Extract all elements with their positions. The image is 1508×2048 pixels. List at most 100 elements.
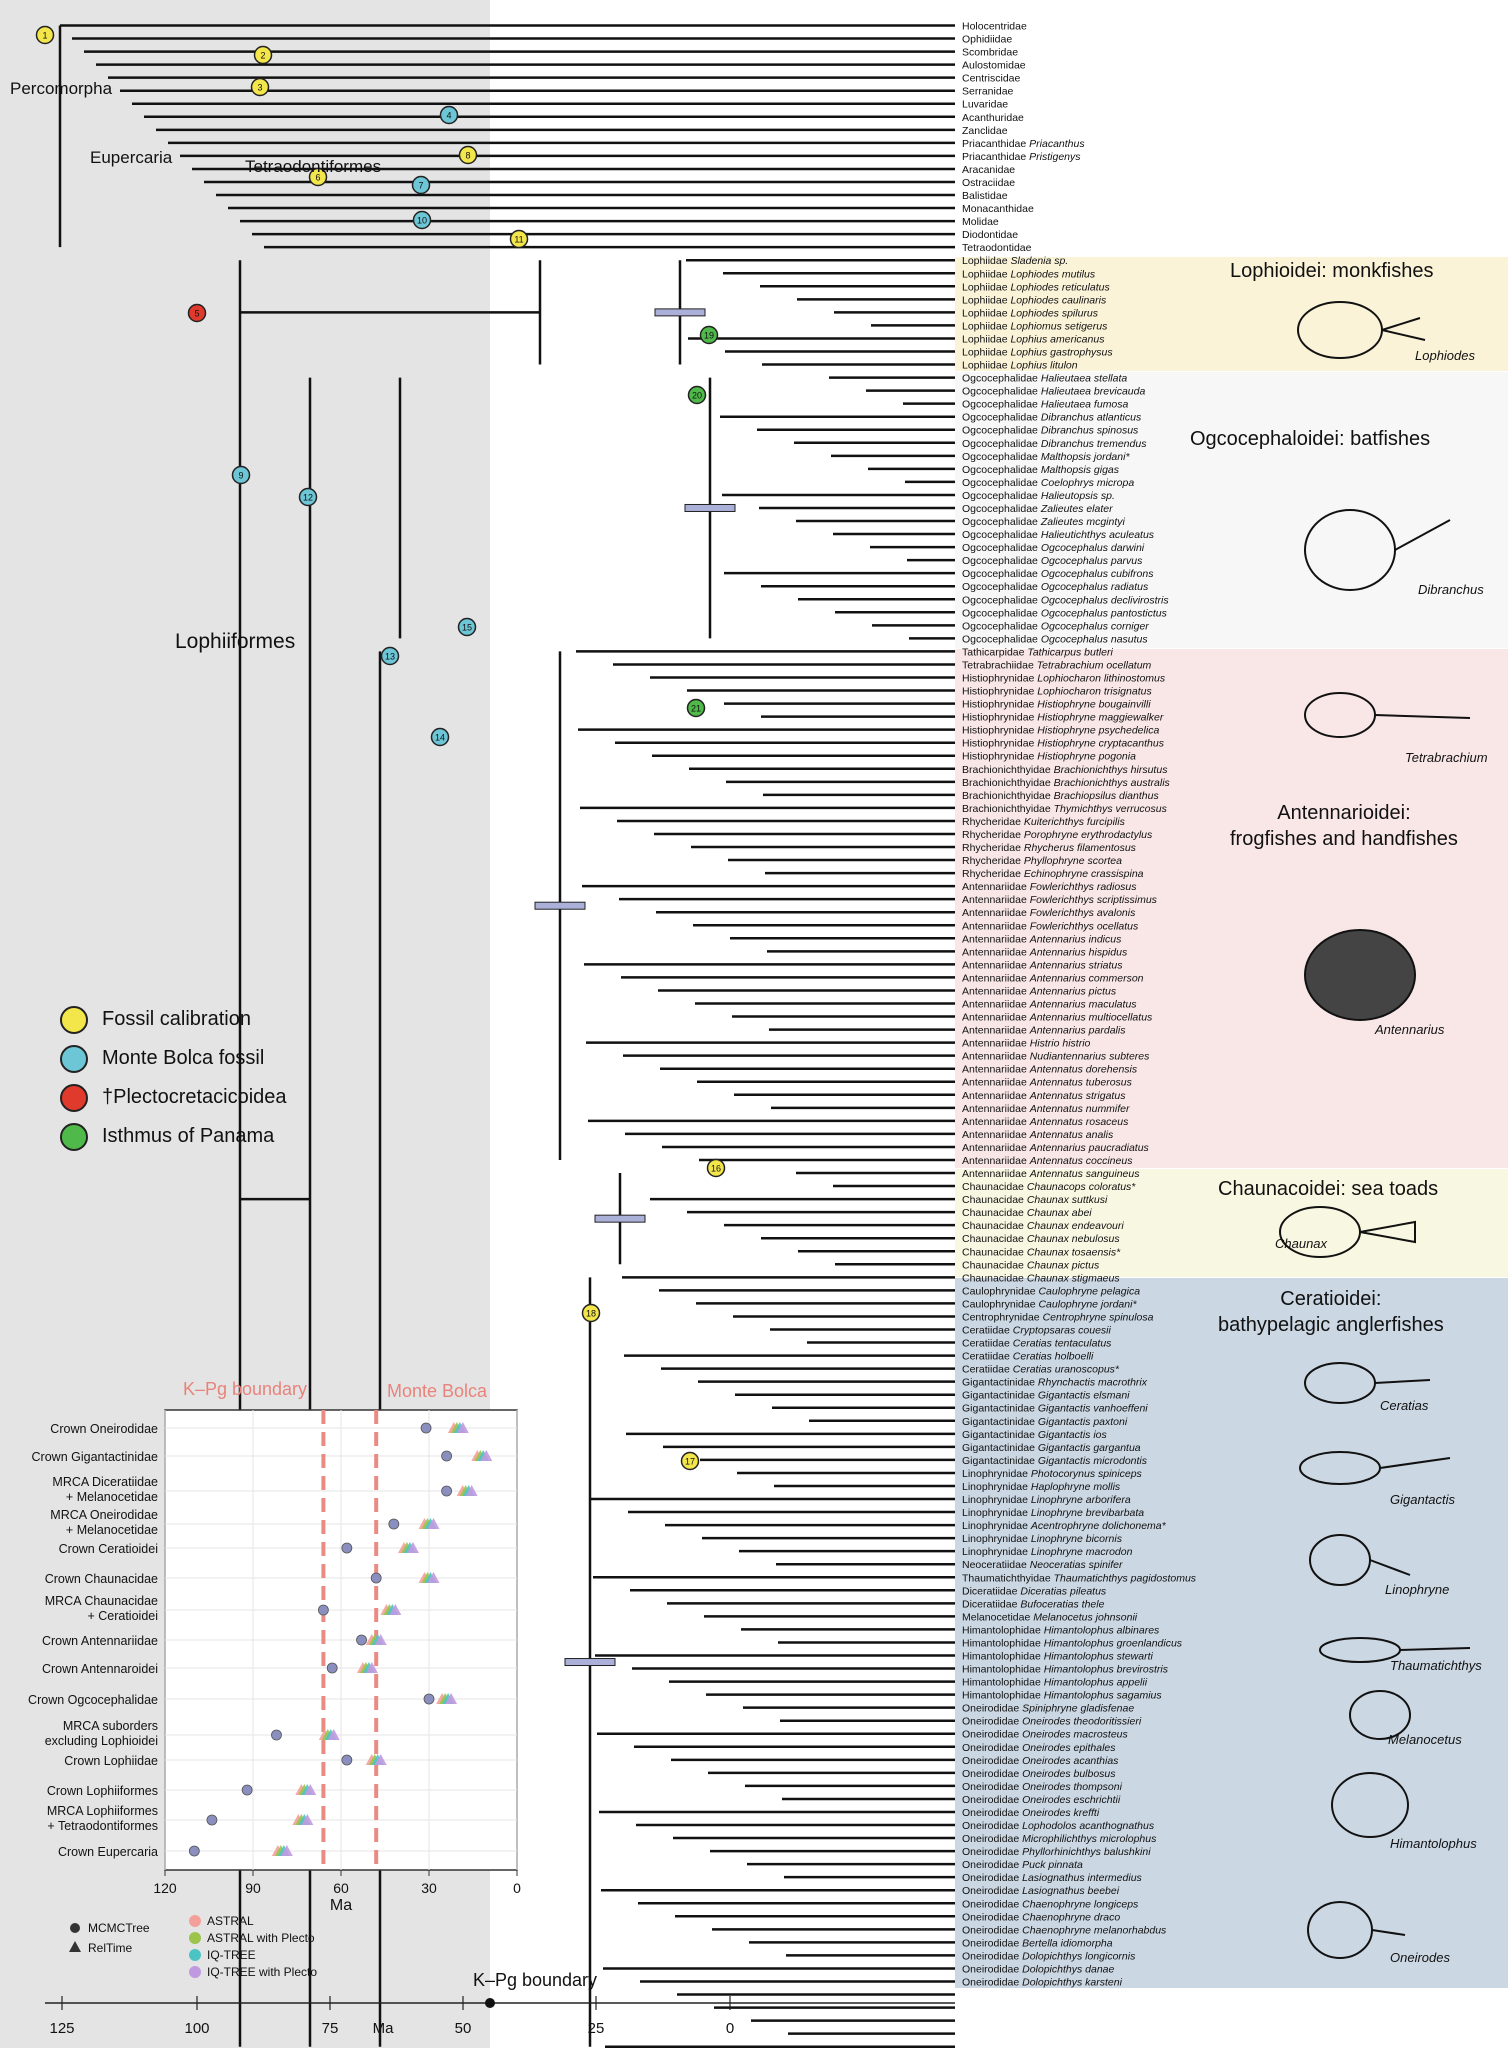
group-title-ceratioidei-line2: bathypelagic anglerfishes (1218, 1314, 1444, 1336)
tip-label: Linophrynidae Haplophryne mollis (962, 1481, 1121, 1493)
inset-row-label: Crown Ogcocephalidae (28, 1693, 158, 1707)
tip-label: Antennariidae Antennatus tuberosus (962, 1077, 1133, 1089)
clade-label-eupercaria: Eupercaria (90, 148, 173, 167)
calibration-node-19 (699, 325, 719, 345)
tip-label: Oneirodidae Oneirodes epithales (962, 1742, 1116, 1754)
tip-label: Ogcocephalidae Halieutaea stellata (962, 373, 1127, 385)
color-legend-label: IQ-TREE with Plecto (207, 1965, 317, 1979)
tip-label: Molidae (962, 216, 999, 228)
tip-label: Aracanidae (962, 164, 1015, 176)
tip-label: Rhycheridae Phyllophryne scortea (962, 855, 1122, 867)
animal-label-thaumatichthys: Thaumatichthys (1390, 1658, 1482, 1673)
tip-label: Himantolophidae Himantolophus sagamius (962, 1690, 1162, 1702)
shape-legend-triangle (69, 1941, 81, 1952)
tip-label: Antennariidae Fowlerichthys scriptissimu… (962, 894, 1158, 906)
legend-swatch-plecto (60, 1083, 88, 1112)
tip-label: Oneirodidae Dolopichthys longicornis (962, 1950, 1136, 1962)
calibration-node-16 (706, 1158, 726, 1178)
axis-tick-label: 100 (184, 2020, 209, 2037)
mcmctree-point (441, 1485, 453, 1497)
inset-kpg-label: K–Pg boundary (183, 1379, 307, 1399)
legend-label-fossil: Fossil calibration (102, 1008, 251, 1030)
tip-label: Ceratiidae Ceratias tentaculatus (962, 1338, 1112, 1350)
reltime-point (301, 1814, 314, 1825)
mcmctree-point (271, 1729, 282, 1741)
tip-label: Tetraodontidae (962, 242, 1032, 254)
tip-label: Antennariidae Fowlerichthys ocellatus (962, 920, 1139, 932)
tip-label: Ogcocephalidae Zalieutes elater (962, 503, 1113, 515)
tip-label: Zanclidae (962, 125, 1008, 137)
calibration-node-number: 3 (257, 83, 262, 93)
inset-row-label: Crown Chaunacidae (45, 1572, 158, 1586)
reltime-point (456, 1422, 469, 1433)
tip-label: Oneirodidae Oneirodes theodoritissieri (962, 1716, 1142, 1728)
calibration-node-12 (298, 487, 318, 507)
tip-label: Lophiidae Lophiodes caulinaris (962, 294, 1107, 306)
mcmctree-point (420, 1422, 432, 1434)
inset-row-label: Crown Ceratioidei (59, 1542, 158, 1556)
hpd-bar (654, 308, 706, 317)
axis-tick-label: 75 (322, 2020, 339, 2037)
tip-label: Ceratiidae Cryptopsaras couesii (962, 1325, 1111, 1337)
calibration-node-number: 13 (385, 652, 395, 662)
calibration-node-number: 9 (238, 471, 243, 481)
calibration-node-number: 2 (260, 51, 265, 61)
animal-label-tetrabrachium: Tetrabrachium (1405, 750, 1488, 765)
tip-label: Antennariidae Antennarius pictus (962, 985, 1117, 997)
calibration-node-number: 5 (194, 309, 199, 319)
lophioidei-band (955, 257, 1508, 371)
tip-label: Balistidae (962, 190, 1008, 202)
tip-label: Histiophrynidae Lophiocharon lithinostom… (962, 673, 1166, 685)
calibration-node-number: 10 (417, 216, 427, 226)
tip-label: Ogcocephalidae Ogcocephalus pantostictus (962, 607, 1168, 619)
calibration-node-number: 17 (685, 1457, 695, 1467)
animal-label-antennarius: Antennarius (1375, 1022, 1445, 1037)
tip-label: Holocentridae (962, 21, 1027, 33)
tip-label: Ogcocephalidae Coelophrys micropa (962, 477, 1134, 489)
tip-label: Oneirodidae Lasiognathus intermedius (962, 1872, 1143, 1884)
tip-label: Linophrynidae Linophryne bicornis (962, 1533, 1123, 1545)
tip-label: Oneirodidae Oneirodes macrosteus (962, 1729, 1129, 1741)
mcmctree-point (341, 1542, 353, 1554)
tip-label: Melanocetidae Melanocetus johnsonii (962, 1611, 1138, 1623)
tip-label: Ogcocephalidae Malthopsis gigas (962, 464, 1120, 476)
group-title-ogcocephaloidei: Ogcocephaloidei: batfishes (1190, 428, 1431, 450)
tip-label: Chaunacidae Chaunax nebulosus (962, 1233, 1120, 1245)
tip-label: Rhycheridae Porophryne erythrodactylus (962, 829, 1153, 841)
tip-label: Diceratiidae Bufoceratias thele (962, 1598, 1105, 1610)
inset-row-label: Crown Gigantactinidae (32, 1450, 159, 1464)
clade-label-percomorpha: Percomorpha (10, 79, 113, 98)
legend-label-bolca: Monte Bolca fossil (102, 1047, 265, 1069)
tip-label: Ogcocephalidae Halieutaea brevicauda (962, 386, 1145, 398)
tip-label: Luvaridae (962, 99, 1008, 111)
mcmctree-point (341, 1754, 353, 1766)
hpd-bar (684, 503, 736, 512)
mcmctree-point (356, 1634, 367, 1646)
tip-label: Oneirodidae Chaenophryne longiceps (962, 1898, 1139, 1910)
tip-label: Ogcocephalidae Dibranchus spinosus (962, 425, 1139, 437)
mcmctree-point (441, 1450, 453, 1462)
inset-row-label: Crown Lophiiformes (47, 1784, 158, 1798)
calibration-node-number: 12 (303, 493, 313, 503)
inset-bolca-label: Monte Bolca (387, 1381, 488, 1401)
tip-label: Aulostomidae (962, 60, 1026, 72)
tip-label: Antennariidae Antennarius striatus (962, 959, 1123, 971)
tip-label: Antennariidae Fowlerichthys avalonis (962, 907, 1136, 919)
animal-label-himantolophus: Himantolophus (1390, 1836, 1477, 1851)
reltime-point (465, 1485, 478, 1496)
mcmctree-point (317, 1604, 329, 1616)
calibration-node-17 (680, 1451, 700, 1471)
calibration-node-13 (380, 646, 400, 666)
calibration-node-9 (231, 465, 251, 485)
tip-label: Lophiidae Lophius americanus (962, 333, 1105, 345)
tip-label: Antennariidae Nudiantennarius subteres (962, 1051, 1150, 1063)
shape-legend-circle (70, 1923, 80, 1933)
mcmctree-point (370, 1572, 382, 1584)
tip-label: Oneirodidae Oneirodes bulbosus (962, 1768, 1116, 1780)
mcmctree-point (188, 1845, 200, 1857)
tip-label: Priacanthidae Pristigenys (962, 151, 1081, 163)
